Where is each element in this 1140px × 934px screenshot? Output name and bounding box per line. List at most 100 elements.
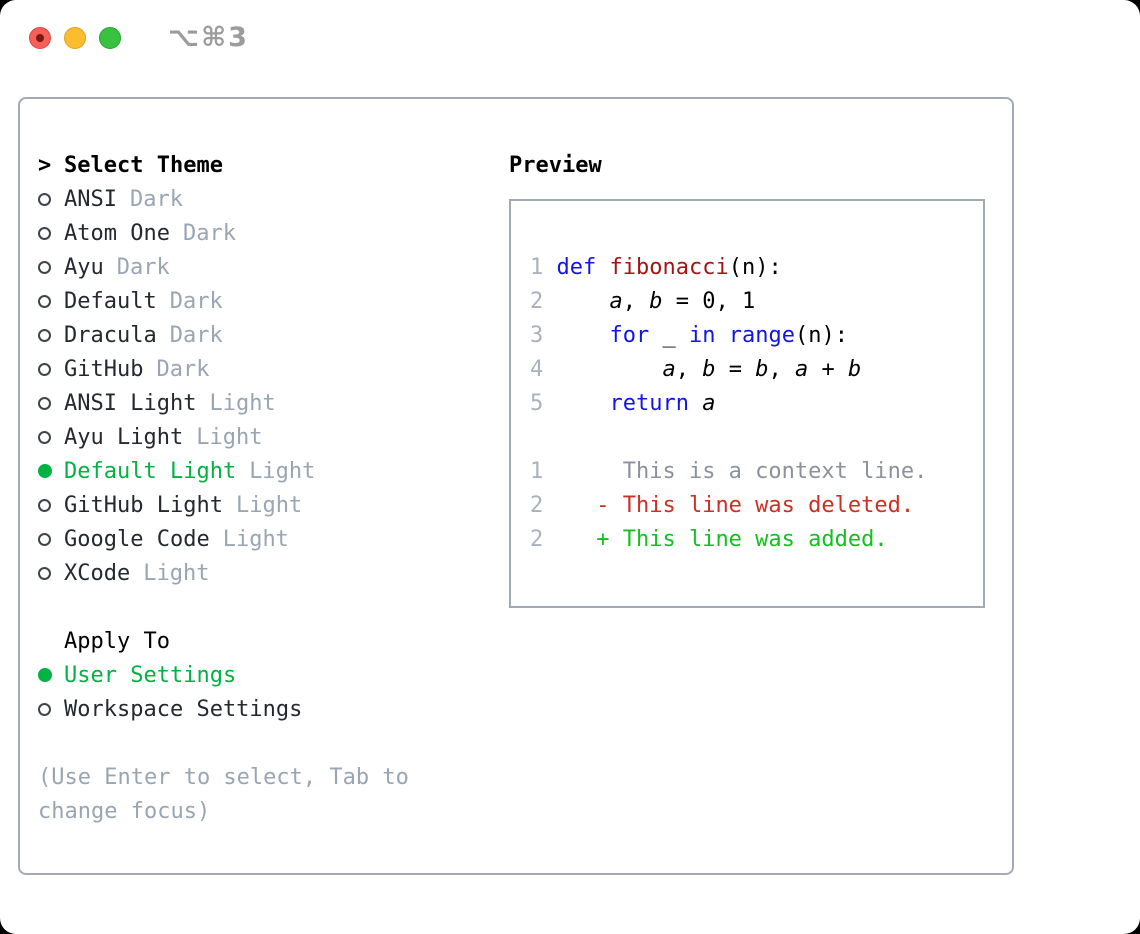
- traffic-lights: [29, 27, 121, 49]
- theme-option-atom-one[interactable]: Atom One Dark: [38, 216, 409, 250]
- code-token-plain: = 0, 1: [662, 289, 756, 314]
- option-label: User Settings: [64, 662, 237, 688]
- theme-option-github[interactable]: GitHub Dark: [38, 352, 409, 386]
- code-token-num: 5: [530, 391, 544, 416]
- theme-option-dracula[interactable]: Dracula Dark: [38, 318, 409, 352]
- radio-column: [38, 328, 64, 342]
- hint-text: (Use Enter to select, Tab to change focu…: [38, 760, 409, 828]
- code-token-num: 1: [530, 255, 557, 280]
- code-line: 3 for _ in range(n):: [530, 319, 983, 353]
- code-line: 4 a, b = b, a + b: [530, 353, 983, 387]
- maximize-button[interactable]: [99, 27, 121, 49]
- code-token-plain: [543, 289, 609, 314]
- option-label: ANSI: [64, 186, 117, 212]
- option-variant-tag: Dark: [182, 220, 236, 246]
- radio-unselected-icon: [38, 192, 51, 206]
- code-line: 1 def fibonacci(n):: [530, 251, 983, 285]
- theme-option-default-light[interactable]: Default Light Light: [38, 454, 409, 488]
- radio-unselected-icon: [38, 294, 51, 308]
- code-line: 2 + This line was added.: [530, 523, 983, 557]
- code-token-plain: [715, 323, 728, 348]
- option-label: Ayu: [64, 254, 104, 280]
- code-token-plain: [543, 391, 609, 416]
- radio-column: [38, 294, 64, 308]
- code-token-num: 2: [530, 289, 544, 314]
- titlebar: ⌥⌘3: [0, 0, 1140, 76]
- radio-unselected-icon: [38, 532, 51, 546]
- code-token-num: 2: [530, 527, 544, 552]
- hint-line: change focus): [38, 798, 211, 824]
- option-label: Default: [64, 288, 157, 314]
- option-variant-tag: Light: [209, 390, 276, 416]
- apply-option-user-settings[interactable]: User Settings: [38, 658, 409, 692]
- option-variant-tag: Dark: [169, 322, 223, 348]
- radio-unselected-icon: [38, 362, 51, 376]
- option-label: GitHub: [64, 356, 144, 382]
- option-variant-tag: Light: [222, 526, 289, 552]
- radio-unselected-icon: [38, 328, 51, 342]
- option-label: Default Light: [64, 458, 237, 484]
- code-line: 2 - This line was deleted.: [530, 489, 983, 523]
- option-label: GitHub Light: [64, 492, 223, 518]
- radio-unselected-icon: [38, 260, 51, 274]
- apply-option-workspace-settings[interactable]: Workspace Settings: [38, 692, 409, 726]
- spacer: [38, 726, 409, 760]
- code-token-plain: [543, 323, 609, 348]
- code-token-kw: range: [728, 323, 795, 348]
- theme-option-google-code[interactable]: Google Code Light: [38, 522, 409, 556]
- radio-column: [38, 192, 64, 206]
- code-line: 2 a, b = 0, 1: [530, 285, 983, 319]
- option-label: Atom One: [64, 220, 170, 246]
- radio-column: [38, 260, 64, 274]
- radio-unselected-icon: [38, 396, 51, 410]
- window-shortcut-label: ⌥⌘3: [168, 22, 249, 53]
- radio-unselected-icon: [38, 226, 51, 240]
- option-label: XCode: [64, 560, 131, 586]
- code-token-num: 4: [530, 357, 544, 382]
- code-token-plain: (n):: [794, 323, 848, 348]
- radio-column: [38, 396, 64, 410]
- code-token-ctx: This is a context line.: [543, 459, 928, 484]
- radio-unselected-icon: [38, 702, 51, 716]
- code-token-plain: (n):: [728, 255, 782, 280]
- option-variant-tag: Dark: [129, 186, 183, 212]
- theme-option-xcode[interactable]: XCode Light: [38, 556, 409, 590]
- option-label: Google Code: [64, 526, 210, 552]
- radio-column: [38, 668, 64, 682]
- close-button[interactable]: [29, 27, 51, 49]
- code-token-plain: [543, 493, 596, 518]
- radio-unselected-icon: [38, 566, 51, 580]
- code-token-plain: [596, 255, 609, 280]
- minimize-button[interactable]: [64, 27, 86, 49]
- code-token-var: b: [755, 357, 769, 382]
- code-token-add: + This line was added.: [596, 527, 888, 552]
- option-variant-tag: Dark: [156, 356, 210, 382]
- theme-section-title: > Select Theme: [38, 148, 409, 182]
- code-token-plain: =: [715, 357, 756, 382]
- option-variant-tag: Light: [249, 458, 316, 484]
- code-token-plain: [543, 527, 596, 552]
- section-title-text: Select Theme: [64, 152, 223, 178]
- theme-option-ansi[interactable]: ANSI Dark: [38, 182, 409, 216]
- code-token-kw: return: [609, 391, 689, 416]
- hint-line: (Use Enter to select, Tab to: [38, 764, 409, 790]
- code-token-plain: ,: [768, 357, 795, 382]
- code-blank-line: [530, 421, 983, 455]
- code-token-plain: ,: [675, 357, 703, 382]
- spacer: [38, 590, 409, 624]
- code-token-kw: def: [556, 255, 597, 280]
- apply-section-title: Apply To: [64, 628, 170, 654]
- option-label: Dracula: [64, 322, 157, 348]
- code-token-var: a: [702, 391, 716, 416]
- option-variant-tag: Light: [143, 560, 210, 586]
